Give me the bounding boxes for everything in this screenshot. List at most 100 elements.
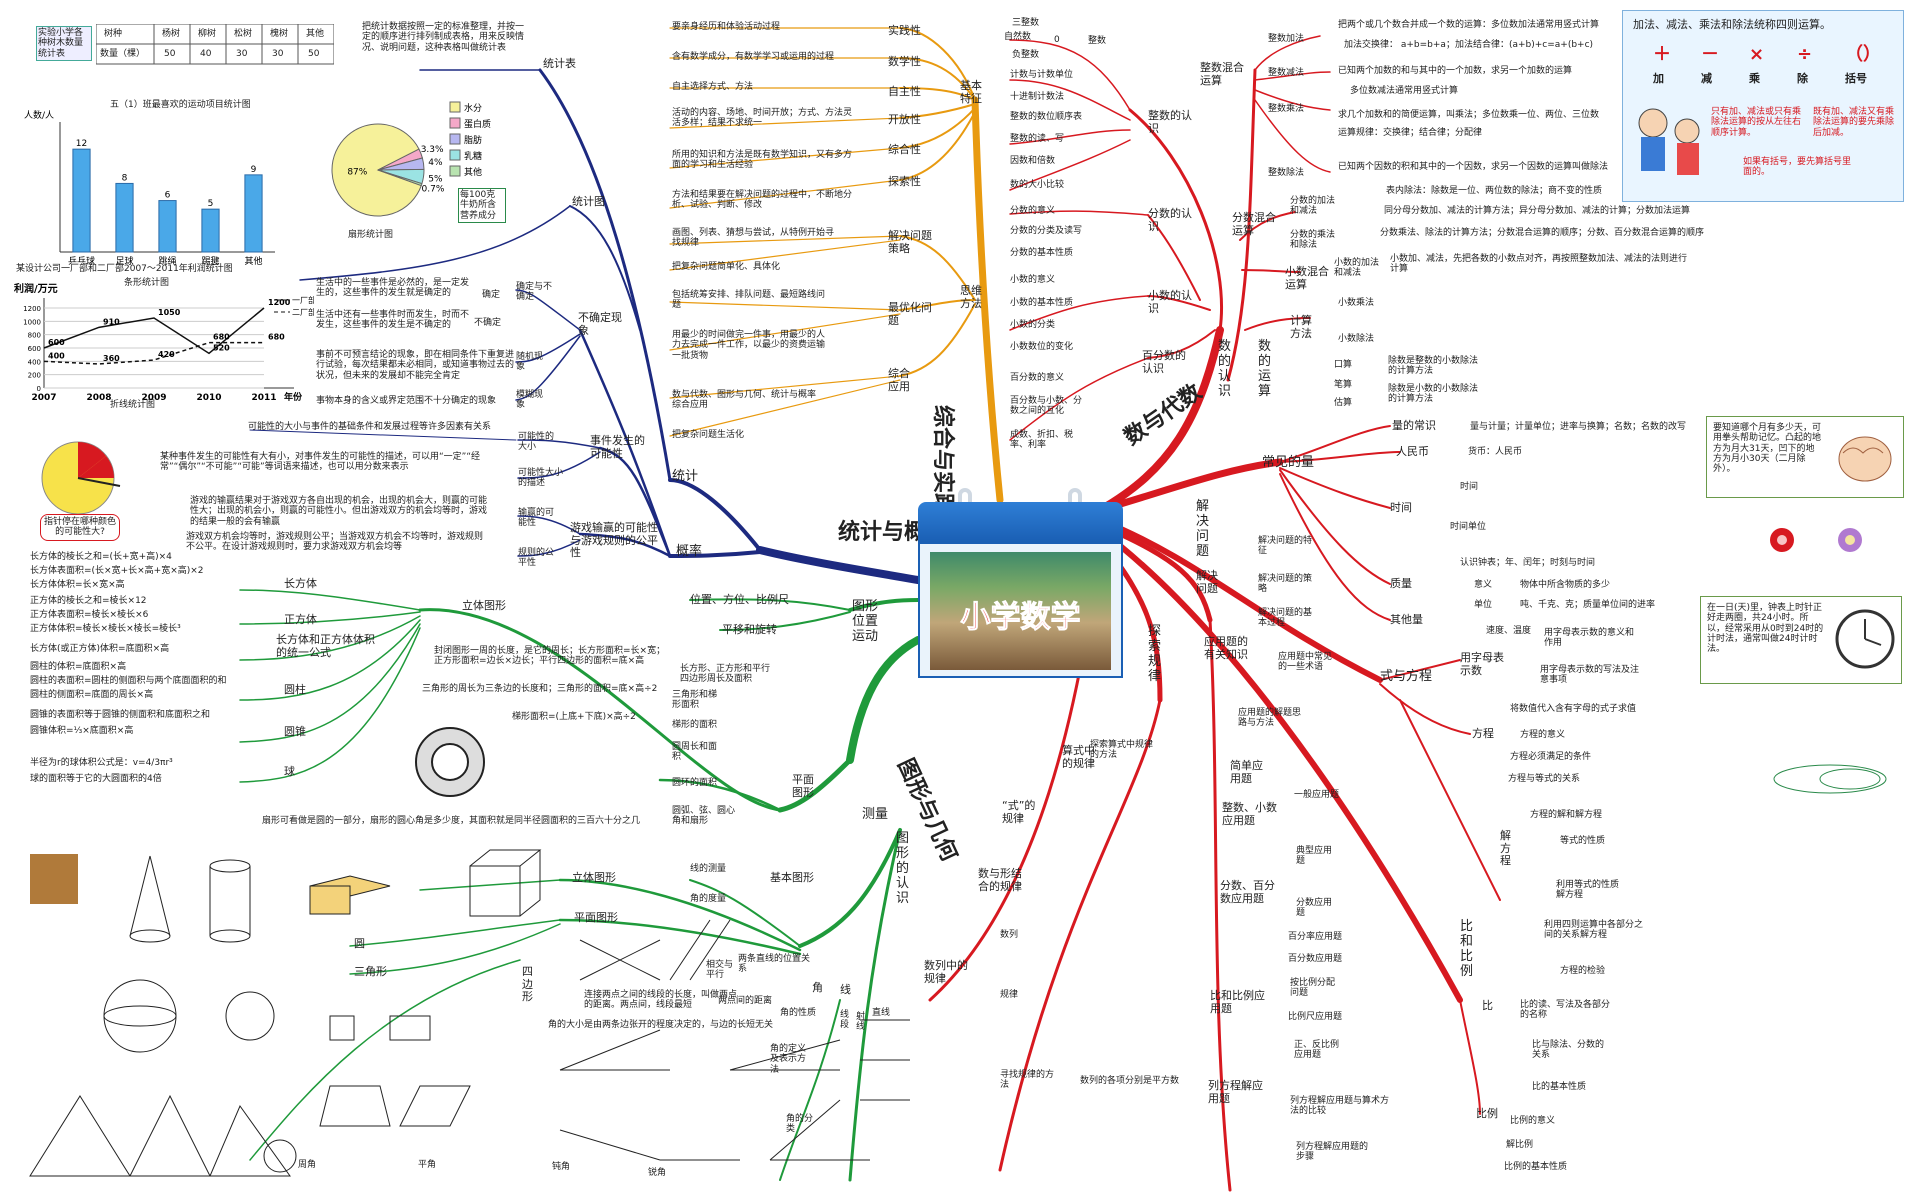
node-label: 长方体表面积=(长×宽+长×高+宽×高)×2 [30, 566, 204, 576]
node-label: 解决问题的特征 [1258, 536, 1313, 557]
node-label: 数的大小比较 [1010, 180, 1065, 190]
node-label: 把统计数据按照一定的标准整理，并按一定的顺序进行排列制成表格，用来反映情况、说明… [362, 22, 525, 53]
node-label: 可能性的大小与事件的基础条件和发展过程等许多因素有关系 [248, 422, 492, 432]
node-label: 式与方程 [1380, 669, 1433, 684]
bar-category-label: 踢毽 [201, 255, 219, 267]
node-label: 确定 [482, 290, 501, 300]
bar-value-label: 8 [122, 173, 128, 183]
kids-illustration [1638, 108, 1700, 175]
node-label: 方程与等式的关系 [1508, 774, 1581, 784]
line-y-tick: 1200 [23, 305, 41, 313]
node-label: 物体中所含物质的多少 [1520, 580, 1611, 590]
flower-icons [1770, 528, 1862, 552]
clock-text: 在一日(天)里，钟表上时针正好走两圈，共24小时。所以，经常采用从0时到24时的… [1707, 603, 1824, 655]
rule-word: 减 [1701, 72, 1712, 85]
chance-spinner [41, 441, 121, 515]
line-x-tick: 2008 [86, 393, 111, 403]
node-label: 实践性 [888, 24, 921, 37]
node-label: 可能性大小的描述 [518, 468, 564, 489]
node-label: 正、反比例应用题 [1294, 1040, 1340, 1061]
node-label: 按比例分配问题 [1290, 978, 1336, 999]
legend-label: 脂肪 [464, 134, 482, 146]
node-label: 分数的加法和减法 [1290, 196, 1336, 217]
node-label: 长方体体积=长×宽×高 [30, 580, 125, 590]
node-label: 因数和倍数 [1010, 156, 1056, 166]
node-label: 线段 [840, 1010, 850, 1031]
node-label: 两条直线的位置关系 [738, 954, 811, 975]
line-point-label: 1200 [268, 298, 291, 307]
ring-sketch [415, 727, 485, 797]
line-y-label: 利润/万元 [14, 282, 58, 295]
line-x-tick: 2011 [251, 393, 276, 403]
node-label: 思维方法 [960, 284, 982, 310]
node-label: 比 [1482, 999, 1493, 1012]
node-label: 量的常识 [1392, 419, 1436, 432]
node-label: 长方形、正方形和平行四边形周长及面积 [680, 664, 771, 685]
node-label: 认识钟表；年、闰年；时刻与时间 [1460, 558, 1596, 568]
node-label: 等式的性质 [1560, 836, 1606, 846]
node-label: 典型应用题 [1296, 846, 1333, 867]
node-label: 所用的知识和方法是既有数学知识，又有多方面的学习和生活经验 [672, 150, 853, 171]
node-label: 用字母表示数的意义和作用 [1544, 628, 1635, 649]
bar [201, 208, 220, 253]
node-label: 比例的意义 [1510, 1116, 1556, 1126]
node-label: 圆弧、弦、圆心角和扇形 [672, 806, 736, 827]
node-label: 把复杂问题简单化、具体化 [672, 262, 781, 272]
stats-table-row-label: 数量（棵） [100, 49, 146, 59]
node-label: 利用等式的性质解方程 [1556, 880, 1620, 901]
bar [244, 174, 263, 253]
node-label: 百分数应用题 [1288, 954, 1343, 964]
node-label: 百分率应用题 [1288, 932, 1343, 942]
node-label: 方程必须满足的条件 [1510, 752, 1592, 762]
bar-category-label: 其他 [244, 255, 262, 267]
node-label: 整数的认识 [1148, 109, 1192, 135]
node-label: 方程 [1472, 727, 1494, 740]
node-label: 解方程 [1500, 829, 1511, 868]
node-label: 一般应用题 [1294, 790, 1340, 800]
node-label: 三角形的周长为三条边的长度和；三角形的面积=底×高÷2 [422, 684, 658, 694]
node-label: 小数除法 [1338, 334, 1375, 344]
node-label: 图形的认识 [896, 831, 910, 906]
stats-table-header: 树种 [104, 29, 123, 39]
line-y-tick: 400 [28, 358, 41, 366]
node-label: 百分数的意义 [1010, 373, 1065, 383]
node-label: 数的认识 [1218, 339, 1232, 399]
stats-table-header: 杨树 [162, 29, 181, 39]
node-label: 统计图 [572, 195, 605, 208]
bar-chart-caption: 条形统计图 [124, 278, 170, 288]
line-angle-sketches [559, 919, 910, 1161]
rule-symbol: ＋ [1653, 44, 1671, 65]
node-label: 不确定 [474, 318, 502, 328]
node-label: 分数乘法、除法的计算方法；分数混合运算的顺序；分数、百分数混合运算的顺序 [1380, 228, 1705, 238]
node-label: 表内除法：除数是一位、两位数的除法；商不变的性质 [1386, 186, 1603, 196]
node-label: 封闭图形一周的长度，是它的周长；长方形面积=长×宽；正方形面积=边长×边长；平行… [434, 646, 666, 667]
node-label: 同分母分数加、减法的计算方法；异分母分数加、减法的计算；分数加法运算 [1384, 206, 1691, 216]
node-label: 其他量 [1390, 613, 1423, 626]
node-label: 简单应用题 [1230, 759, 1263, 785]
node-label: 平移和旋转 [722, 623, 777, 636]
node-label: 十进制计数法 [1010, 92, 1065, 102]
legend-swatch [449, 133, 461, 145]
stats-table-grid [96, 24, 334, 65]
center-calendar: 小学数学 [918, 488, 1123, 678]
node-label: 除数是整数的小数除法的计算方法 [1388, 356, 1479, 377]
node-label: 相交与平行 [706, 960, 734, 981]
node-label: 除数是小数的小数除法的计算方法 [1388, 384, 1479, 405]
stats-table-cell: 50 [308, 49, 320, 59]
node-label: 圆周长和面积 [672, 742, 718, 763]
pie-slice-label: 5% [428, 174, 443, 184]
month-days-note: 要知道哪个月有多少天，可用拳头帮助记忆。凸起的地方为月大31天，凹下的地方为月小… [1706, 416, 1904, 498]
node-label: 分数的分类及读写 [1010, 226, 1083, 236]
node-label: 整数除法 [1268, 168, 1305, 178]
bar [158, 200, 177, 253]
node-label: 应用题的解题思路与方法 [1238, 708, 1302, 729]
bar [115, 182, 134, 253]
node-label: 解比例 [1506, 1140, 1534, 1150]
line-series [43, 341, 264, 365]
node-label: 分数的基本性质 [1010, 248, 1074, 258]
line-point-label: 360 [103, 354, 120, 363]
stats-table-header: 柳树 [198, 29, 217, 39]
node-label: 随机现象 [516, 352, 544, 373]
